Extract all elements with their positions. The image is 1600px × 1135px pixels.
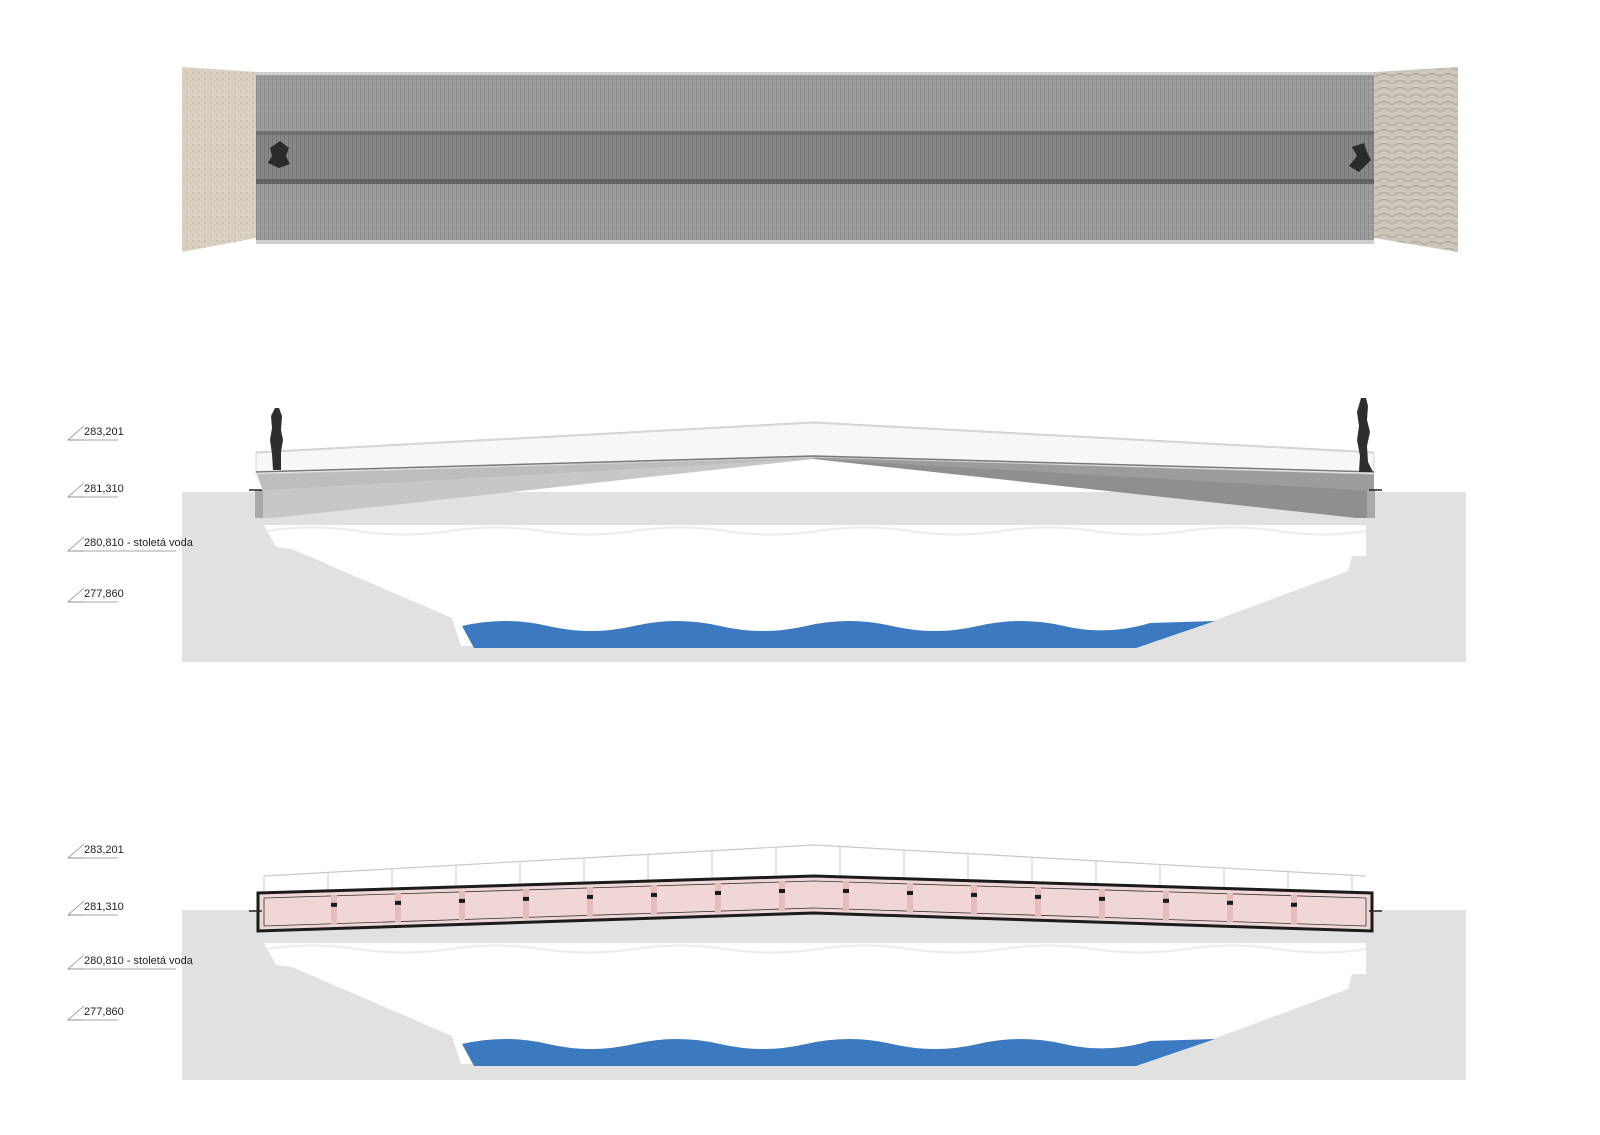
- level-label: 277,860: [84, 588, 124, 600]
- section-view: [182, 844, 1466, 1080]
- section-bolt: [331, 902, 337, 907]
- section-bolt: [779, 888, 785, 893]
- section-rib: [395, 892, 401, 923]
- deck-central-band-top-shadow: [256, 131, 1374, 135]
- section-railing-top: [263, 844, 1367, 877]
- elevation-railing-mesh: [255, 422, 1375, 475]
- plan-view: [182, 67, 1458, 252]
- left-statue: [270, 408, 283, 470]
- section-level-markers: 283,201 281,310 280,810 - stoletá voda 2…: [66, 843, 194, 1021]
- section-water: [462, 1039, 1215, 1066]
- section-bolt: [651, 892, 657, 897]
- section-deck-inner-line: [263, 880, 1367, 927]
- section-bolt: [907, 890, 913, 895]
- section-rib: [1163, 890, 1169, 921]
- section-bolt: [1163, 898, 1169, 903]
- level-marker: 277,860: [66, 1005, 124, 1021]
- abutment-left: [255, 490, 263, 518]
- section-bolt: [1227, 900, 1233, 905]
- section-rib: [523, 888, 529, 919]
- section-rib: [587, 886, 593, 917]
- section-rib: [971, 884, 977, 915]
- level-label: 283,201: [84, 426, 124, 438]
- left-statue-plan: [268, 141, 290, 168]
- section-rib: [331, 894, 337, 925]
- level-label: 281,310: [84, 901, 124, 913]
- section-railing-posts: [263, 846, 1353, 893]
- section-bolt: [971, 892, 977, 897]
- section-rib: [1099, 888, 1105, 919]
- section-bolt: [843, 888, 849, 893]
- elevation-level-markers: 283,201 281,310 280,810 - stoletá voda 2…: [66, 425, 194, 603]
- level-label: 280,810 - stoletá voda: [84, 537, 194, 549]
- right-bank-cobble: [1374, 67, 1458, 252]
- section-flood-line: [265, 944, 1367, 954]
- section-rib: [1227, 892, 1233, 923]
- section-bolt: [459, 898, 465, 903]
- elevation-flood-line: [265, 526, 1367, 536]
- section-bolt: [1099, 896, 1105, 901]
- level-marker: 281,310: [66, 900, 124, 916]
- left-bank-sand: [182, 67, 256, 252]
- level-marker: 280,810 - stoletá voda: [66, 536, 194, 552]
- section-ribs: [331, 880, 1297, 925]
- level-marker: 277,860: [66, 587, 124, 603]
- level-marker: 280,810 - stoletá voda: [66, 954, 194, 970]
- deck-body-left-lower: [256, 459, 814, 518]
- section-bolt: [395, 900, 401, 905]
- level-label: 283,201: [84, 844, 124, 856]
- section-rib: [1291, 894, 1297, 925]
- level-label: 281,310: [84, 483, 124, 495]
- section-bolt: [587, 894, 593, 899]
- section-bolt: [523, 896, 529, 901]
- level-marker: 283,201: [66, 843, 124, 859]
- elevation-view: [182, 398, 1466, 662]
- level-label: 277,860: [84, 1006, 124, 1018]
- abutment-right: [1367, 490, 1375, 518]
- section-rib: [715, 882, 721, 913]
- elevation-railing-lower-rail: [255, 455, 1375, 473]
- section-rib: [651, 884, 657, 915]
- deck-edge-top: [256, 72, 1374, 75]
- deck-body-right-lower: [814, 459, 1374, 518]
- level-marker: 281,310: [66, 482, 124, 498]
- right-statue-plan: [1349, 143, 1371, 172]
- elevation-water: [462, 621, 1215, 648]
- section-bolt: [1291, 902, 1297, 907]
- section-rib: [1035, 886, 1041, 917]
- section-bolt: [1035, 894, 1041, 899]
- deck-central-band-bottom-shadow: [256, 179, 1374, 184]
- section-rib: [843, 880, 849, 911]
- level-marker: 283,201: [66, 425, 124, 441]
- section-rib: [779, 880, 785, 911]
- deck-edge-bottom: [256, 240, 1374, 244]
- section-bolt: [715, 890, 721, 895]
- level-label: 280,810 - stoletá voda: [84, 955, 194, 967]
- section-rib: [907, 882, 913, 913]
- right-statue: [1357, 398, 1373, 472]
- section-rib: [459, 890, 465, 921]
- deck-central-band: [256, 133, 1374, 181]
- elevation-railing-top-rail: [255, 421, 1375, 453]
- deck-body-left: [256, 455, 814, 518]
